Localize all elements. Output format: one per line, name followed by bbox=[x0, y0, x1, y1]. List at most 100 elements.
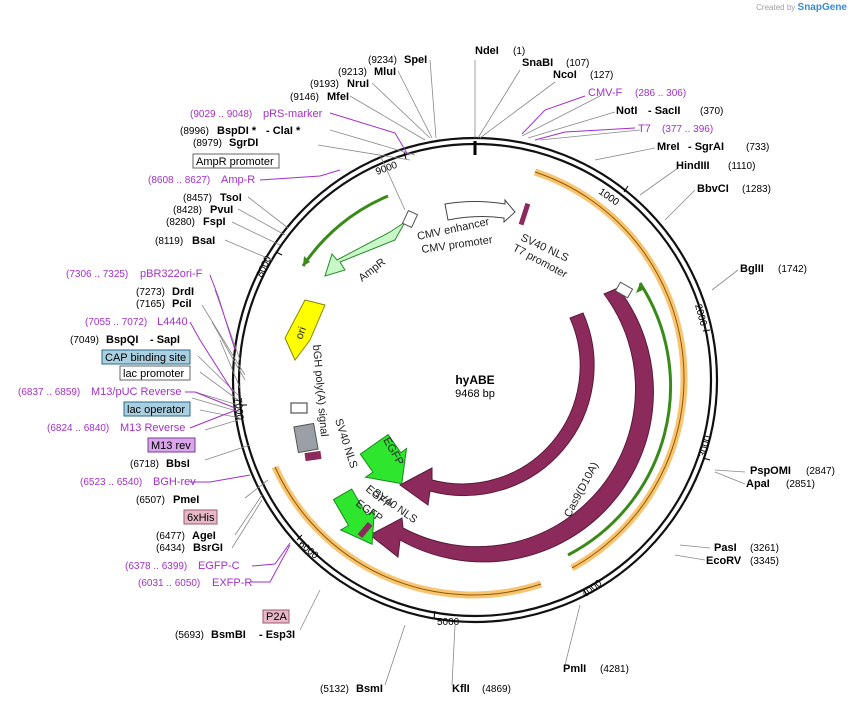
primer-m13-puc-pos: (6837 .. 6859) bbox=[18, 387, 80, 398]
leader-lines bbox=[191, 59, 746, 686]
ori-arrow bbox=[284, 299, 326, 361]
site-bsmi-pos: (5132) bbox=[320, 684, 349, 695]
site-mfei: MfeI bbox=[327, 91, 349, 103]
site-pvui-pos: (8428) bbox=[173, 205, 202, 216]
box-p2a-label: P2A bbox=[266, 611, 287, 623]
site-drdi: DrdI bbox=[172, 286, 194, 298]
site-bsai: BsaI bbox=[192, 235, 215, 247]
site-noti-pos: (370) bbox=[700, 106, 723, 117]
site-mlui: MluI bbox=[374, 66, 396, 78]
primer-m13-reverse-pos: (6824 .. 6840) bbox=[47, 423, 109, 434]
site-apai-pos: (2851) bbox=[786, 479, 815, 490]
site-hindiii: HindIII bbox=[676, 160, 710, 172]
box-lac-promoter-label: lac promoter bbox=[123, 368, 184, 380]
site-snabi: SnaBI bbox=[522, 57, 553, 69]
feature-ampr: AmpR bbox=[356, 256, 388, 284]
site-pasi: PasI bbox=[714, 542, 737, 554]
site-sgrdi-pos: (8979) bbox=[193, 138, 222, 149]
site-bspqi-pos: (7049) bbox=[70, 335, 99, 346]
site-bglii: BglII bbox=[740, 263, 764, 275]
primer-amp-r-pos: (8608 .. 8627) bbox=[148, 175, 210, 186]
box-lac-promoter bbox=[119, 365, 191, 381]
site-bsmbi: BsmBI bbox=[211, 629, 246, 641]
egfp-arrow-a bbox=[359, 433, 408, 485]
orange-feature-bottom-line bbox=[274, 466, 542, 596]
box-m13-rev-label: M13 rev bbox=[151, 440, 191, 452]
site-drdi-pos: (7273) bbox=[136, 287, 165, 298]
site-nrui: NruI bbox=[347, 78, 369, 90]
site-pvui: PvuI bbox=[210, 204, 233, 216]
site-bsmi: BsmI bbox=[356, 683, 383, 695]
green-feature-left bbox=[301, 194, 389, 267]
site-ecorv-pos: (3345) bbox=[750, 556, 779, 567]
site-pcii: PciI bbox=[172, 298, 192, 310]
box-ampr-promoter bbox=[192, 153, 280, 169]
primer-egfp-c-pos: (6378 .. 6399) bbox=[125, 561, 187, 572]
lac-region-mark bbox=[290, 402, 308, 414]
ampr-promoter-mark bbox=[401, 209, 419, 229]
site-psp-omi: PspOMI bbox=[750, 465, 791, 477]
site-spei-pos: (9234) bbox=[368, 55, 397, 66]
site-fspi-pos: (8280) bbox=[166, 217, 195, 228]
primer-t7: T7 bbox=[638, 123, 651, 135]
site-esp3i: - Esp3I bbox=[259, 629, 295, 641]
site-pmli-pos: (4281) bbox=[600, 664, 629, 675]
cmv-arrow bbox=[444, 198, 516, 224]
site-agei-pos: (6477) bbox=[156, 531, 185, 542]
primer-bgh-rev: BGH-rev bbox=[153, 476, 196, 488]
primer-egfp-c: EGFP-C bbox=[198, 560, 240, 572]
tick-5000: 5000 bbox=[437, 617, 460, 628]
site-ndei: NdeI bbox=[475, 45, 499, 57]
primer-exfp-r: EXFP-R bbox=[212, 577, 252, 589]
site-bspdi: BspDI * bbox=[217, 125, 257, 137]
site-bbsi-pos: (6718) bbox=[130, 459, 159, 470]
ampr-arrow bbox=[324, 221, 406, 277]
snapgene-watermark: Created by SnapGene bbox=[756, 2, 847, 13]
site-sacii: - SacII bbox=[648, 105, 680, 117]
box-ampr-promoter-label: AmpR promoter bbox=[196, 156, 274, 168]
primer-pbr322-pos: (7306 .. 7325) bbox=[66, 269, 128, 280]
primer-m13-puc: M13/pUC Reverse bbox=[91, 386, 181, 398]
primer-cmv-f-pos: (286 .. 306) bbox=[635, 88, 686, 99]
site-mfei-pos: (9146) bbox=[290, 92, 319, 103]
site-mrei: MreI bbox=[657, 141, 680, 153]
primer-exfp-r-pos: (6031 .. 6050) bbox=[138, 578, 200, 589]
site-mlui-pos: (9213) bbox=[338, 67, 367, 78]
site-clai: - ClaI * bbox=[266, 125, 301, 137]
bgh-polya-mark bbox=[293, 422, 319, 454]
box-lac-operator bbox=[123, 401, 191, 417]
site-bspdi-pos: (8996) bbox=[180, 126, 209, 137]
orange-feature-right bbox=[533, 168, 688, 572]
tick-3000: 3000 bbox=[697, 434, 713, 459]
tick-6000: 6000 bbox=[296, 539, 320, 562]
plasmid-length: 9468 bp bbox=[455, 388, 495, 400]
site-agei: AgeI bbox=[192, 530, 216, 542]
site-psp-omi-pos: (2847) bbox=[806, 466, 835, 477]
green-arrow-left bbox=[303, 256, 310, 266]
site-bsrgi: BsrGI bbox=[193, 542, 223, 554]
site-fspi: FspI bbox=[203, 216, 226, 228]
box-m13-rev bbox=[147, 437, 196, 453]
primer-prs-marker: pRS-marker bbox=[263, 108, 323, 120]
site-sgrai: - SgrAI bbox=[688, 141, 724, 153]
site-pmei-pos: (6507) bbox=[136, 495, 165, 506]
primer-t7-pos: (377 .. 396) bbox=[662, 124, 713, 135]
tick-marks bbox=[240, 151, 711, 619]
site-mrei-pos: (733) bbox=[746, 142, 769, 153]
site-bsrgi-pos: (6434) bbox=[156, 543, 185, 554]
primer-lines bbox=[185, 95, 636, 583]
green-feature-right bbox=[567, 282, 673, 557]
site-hindiii-pos: (1110) bbox=[728, 161, 755, 172]
site-pmli: PmlI bbox=[563, 663, 586, 675]
tick-7000: 7000 bbox=[232, 397, 245, 421]
primer-cmv-f: CMV-F bbox=[588, 87, 623, 99]
site-ncoi: NcoI bbox=[553, 69, 577, 81]
site-bbvci-pos: (1283) bbox=[742, 184, 771, 195]
site-tsoi: TsoI bbox=[220, 192, 242, 204]
site-bbvci: BbvCI bbox=[697, 183, 729, 195]
green-arrow-right bbox=[636, 283, 645, 293]
site-ecorv: EcoRV bbox=[706, 555, 742, 567]
site-snabi-pos: (107) bbox=[566, 58, 589, 69]
primer-l4440: L4440 bbox=[157, 316, 188, 328]
box-p2a bbox=[262, 609, 290, 624]
